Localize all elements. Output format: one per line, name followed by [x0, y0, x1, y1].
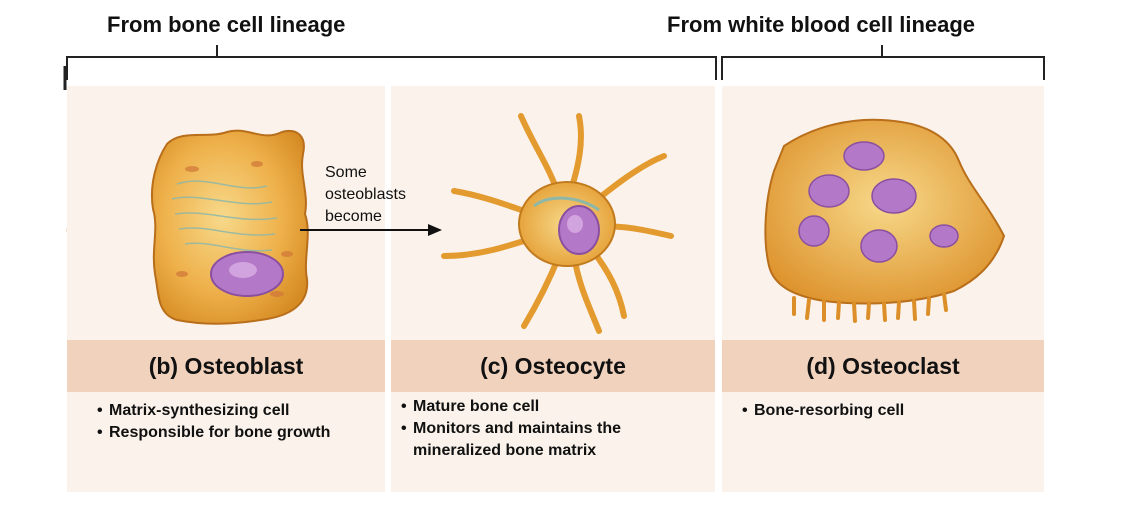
- list-item: Monitors and maintains the mineralized b…: [401, 418, 701, 462]
- list-item: Matrix-synthesizing cell: [97, 400, 330, 422]
- list-item: Mature bone cell: [401, 396, 701, 418]
- bone-lineage-bracket: [66, 56, 717, 80]
- transition-line: osteoblasts: [325, 186, 406, 203]
- osteoblast-illustration: [151, 129, 309, 325]
- osteoclast-label: (d) Osteoclast: [722, 340, 1044, 392]
- lineage-brackets: [63, 45, 1045, 90]
- osteoclast-nuclei: [798, 141, 959, 263]
- bone-lineage-title: From bone cell lineage: [107, 12, 346, 37]
- osteoclast-panel: (d) Osteoclast Bone-resorbing cell: [722, 86, 1044, 492]
- transition-line: become: [325, 208, 382, 225]
- arrow-icon: [300, 224, 442, 236]
- osteocyte-label: (c) Osteocyte: [391, 340, 715, 392]
- osteoclast-illustration: [764, 118, 1006, 323]
- osteoblast-panel: (b) Osteoblast Matrix-synthesizing cell …: [67, 86, 385, 492]
- transition-note: Some osteoblasts become: [325, 162, 406, 228]
- transition-line: Some: [325, 164, 367, 181]
- osteocyte-illustration: [441, 113, 674, 334]
- osteocyte-panel: (c) Osteocyte Mature bone cell Monitors …: [391, 86, 715, 492]
- white-blood-lineage-title: From white blood cell lineage: [667, 12, 976, 37]
- list-item: Responsible for bone growth: [97, 422, 330, 444]
- osteoblast-bullets: Matrix-synthesizing cell Responsible for…: [97, 400, 330, 444]
- osteocyte-bullets: Mature bone cell Monitors and maintains …: [401, 396, 701, 462]
- white-blood-lineage-bracket: [721, 56, 1045, 80]
- osteoblast-label: (b) Osteoblast: [67, 340, 385, 392]
- list-item: Bone-resorbing cell: [742, 400, 904, 422]
- osteoclast-bullets: Bone-resorbing cell: [742, 400, 904, 422]
